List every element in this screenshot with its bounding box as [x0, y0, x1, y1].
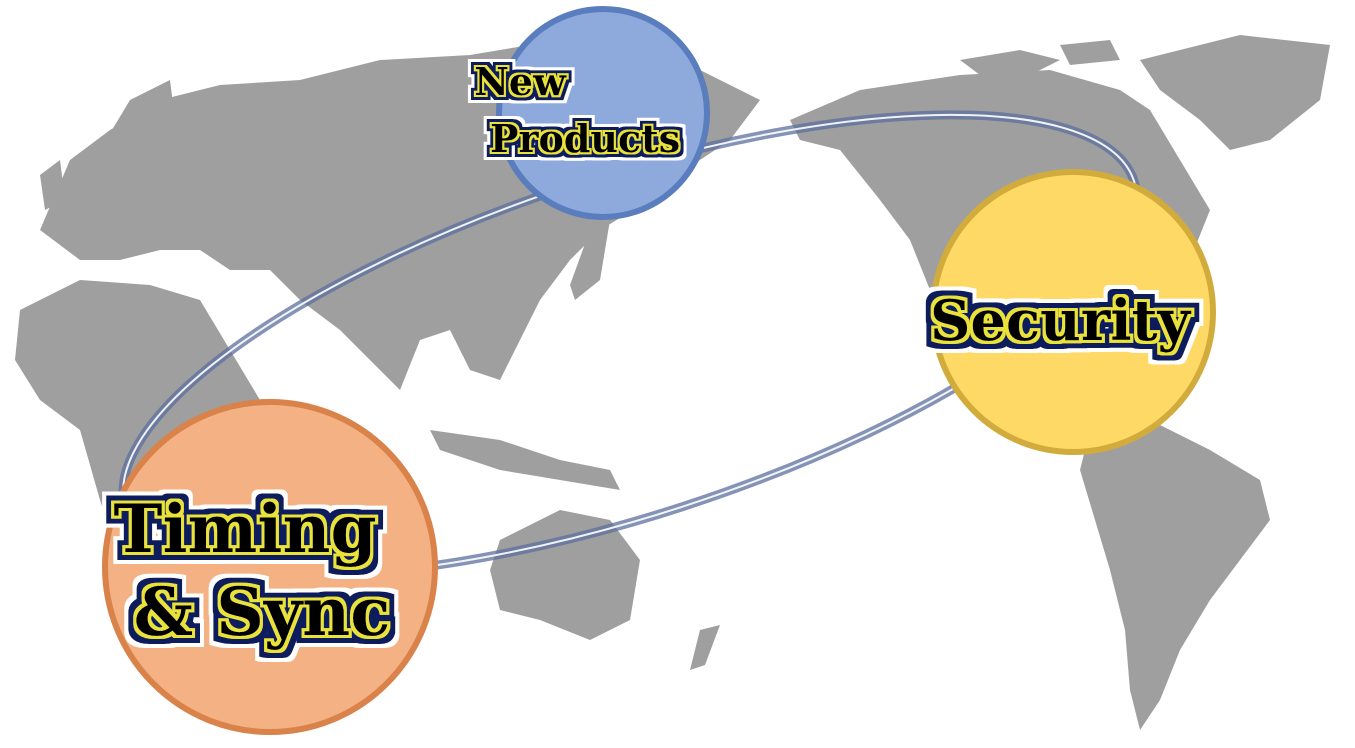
node-new-products — [496, 6, 710, 220]
node-security — [930, 169, 1216, 455]
node-timing-sync — [102, 399, 438, 735]
security-label: Security — [930, 288, 1192, 354]
timing-sync-label: Timing & Sync — [113, 490, 390, 651]
timing-sync-label-line-2: & Sync — [134, 573, 391, 651]
new-products-label-line-1: New — [474, 59, 567, 104]
new-products-label: New Products — [474, 59, 680, 161]
security-label-line-1: Security — [930, 288, 1192, 354]
timing-sync-label-line-1: Timing — [113, 490, 376, 568]
new-products-label-line-2: Products — [490, 116, 680, 161]
